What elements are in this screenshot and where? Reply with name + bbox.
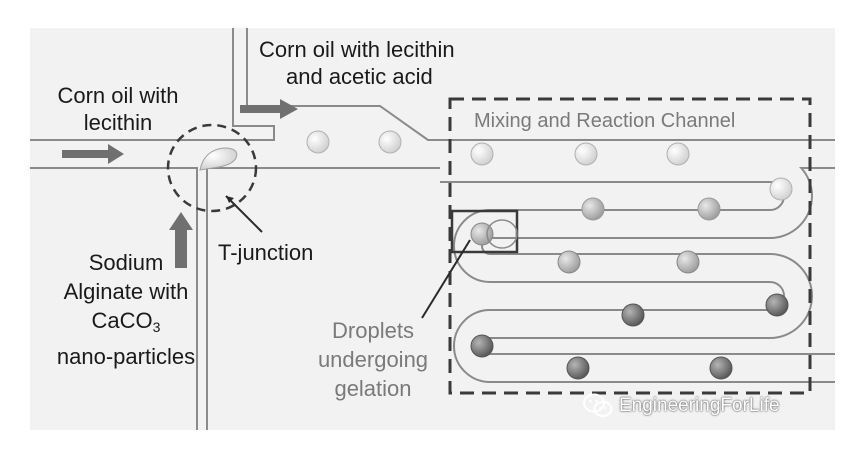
droplets-line1: Droplets [332,318,414,343]
top-inlet-right-wall [246,28,835,141]
droplet [765,293,789,317]
sodium-line4: nano-particles [56,344,196,369]
corn-oil-top-line2: and acetic acid [286,64,433,89]
corn-oil-left-line1: Corn oil with [57,83,179,108]
droplet [557,250,581,274]
channel-fill [428,141,835,167]
corn-oil-top-line1: Corn oil with lecithin [259,37,455,62]
forming-droplet [199,147,238,171]
droplets-pointer [421,239,471,319]
watermark: EngineeringForLife [583,391,780,421]
droplet [709,356,733,380]
droplets-line3: gelation [334,376,412,401]
droplets-label: Droplets undergoing gelation [302,316,444,403]
corn-oil-top-label: Corn oil with lecithin and acetic acid [259,36,455,90]
droplet [574,142,598,166]
droplet [697,197,721,221]
droplet [666,142,690,166]
t-junction-circle [166,123,258,213]
t-junction-pointer [225,195,263,233]
wechat-icon [583,393,613,417]
watermark-text: EngineeringForLife [619,395,780,416]
sodium-line2: Alginate with [63,279,189,304]
t-junction-label: T-junction [218,240,314,265]
mixing-channel-box [448,97,812,395]
droplet [769,177,793,201]
droplet [470,142,494,166]
left-flow-arrow [62,144,124,164]
droplet [378,130,402,154]
caco-text: CaCO [91,308,153,333]
top-flow-arrow [240,99,298,119]
droplet [676,250,700,274]
flow-arrows [62,99,298,268]
mixing-channel-label: Mixing and Reaction Channel [474,110,736,132]
droplet [306,130,330,154]
bottom-flow-arrow [169,212,193,268]
droplets [306,130,793,380]
serpentine-channel-inner [440,155,835,381]
corn-oil-left-label: Corn oil with lecithin [38,82,198,136]
droplet [581,197,605,221]
droplet [621,303,645,327]
caco-subscript: 3 [152,319,161,335]
droplet [470,334,494,358]
droplets-line2: undergoing [317,347,429,372]
t-junction-pointer-head [226,196,234,203]
left-channel-bottom-wall [30,167,198,430]
top-inlet-left-wall [197,28,275,141]
droplet-outline [486,219,518,249]
sodium-line1: Sodium [88,250,164,275]
sodium-line3: CaCO3 [52,306,200,342]
corn-oil-left-line2: lecithin [83,110,153,135]
sodium-alginate-label: Sodium Alginate with CaCO3 nano-particle… [52,248,200,371]
droplet [566,356,590,380]
